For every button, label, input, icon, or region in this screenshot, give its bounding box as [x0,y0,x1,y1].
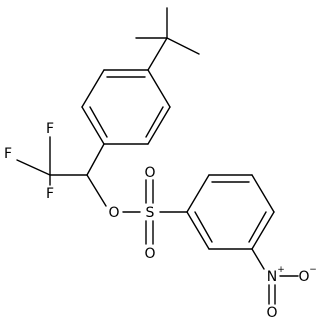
atom-label-sulfur: S [146,205,155,221]
bond [194,211,213,243]
negative-charge: − [309,265,317,275]
trifluoromethyl-group [16,136,88,186]
benzene-ring-lower [186,174,275,250]
atom-label-fluorine: F [46,186,54,202]
bond [16,159,51,176]
bond [145,106,164,138]
bond [81,69,105,108]
bond [248,211,267,243]
bond [166,37,200,55]
atom-label-fluorine: F [4,146,12,162]
bond [147,69,171,108]
atom-label-fluorine: F [46,121,54,137]
atom-label-nitrogen: N [267,269,277,285]
atom-label-ester-oxygen: O [108,205,119,221]
positive-charge: + [277,265,285,275]
bond [251,248,265,270]
bond [81,106,105,145]
bond [147,37,168,71]
bond [251,211,275,250]
bond [186,174,210,213]
atom-label-sulfonyl-oxygen: O [144,165,155,181]
nitro-group [268,275,299,305]
bond [86,174,107,207]
atom-label-nitro-oxygen: O [298,269,309,285]
bond [86,143,105,176]
bond [147,106,171,145]
tert-butyl-group [135,7,200,71]
bond [186,211,210,250]
bond [89,106,108,138]
sulfonyl-group [145,179,154,245]
atom-label-nitro-oxygen: O [266,305,277,321]
bond [251,174,275,213]
atom-label-sulfonyl-oxygen: O [144,246,155,262]
benzene-ring-upper [81,69,171,145]
